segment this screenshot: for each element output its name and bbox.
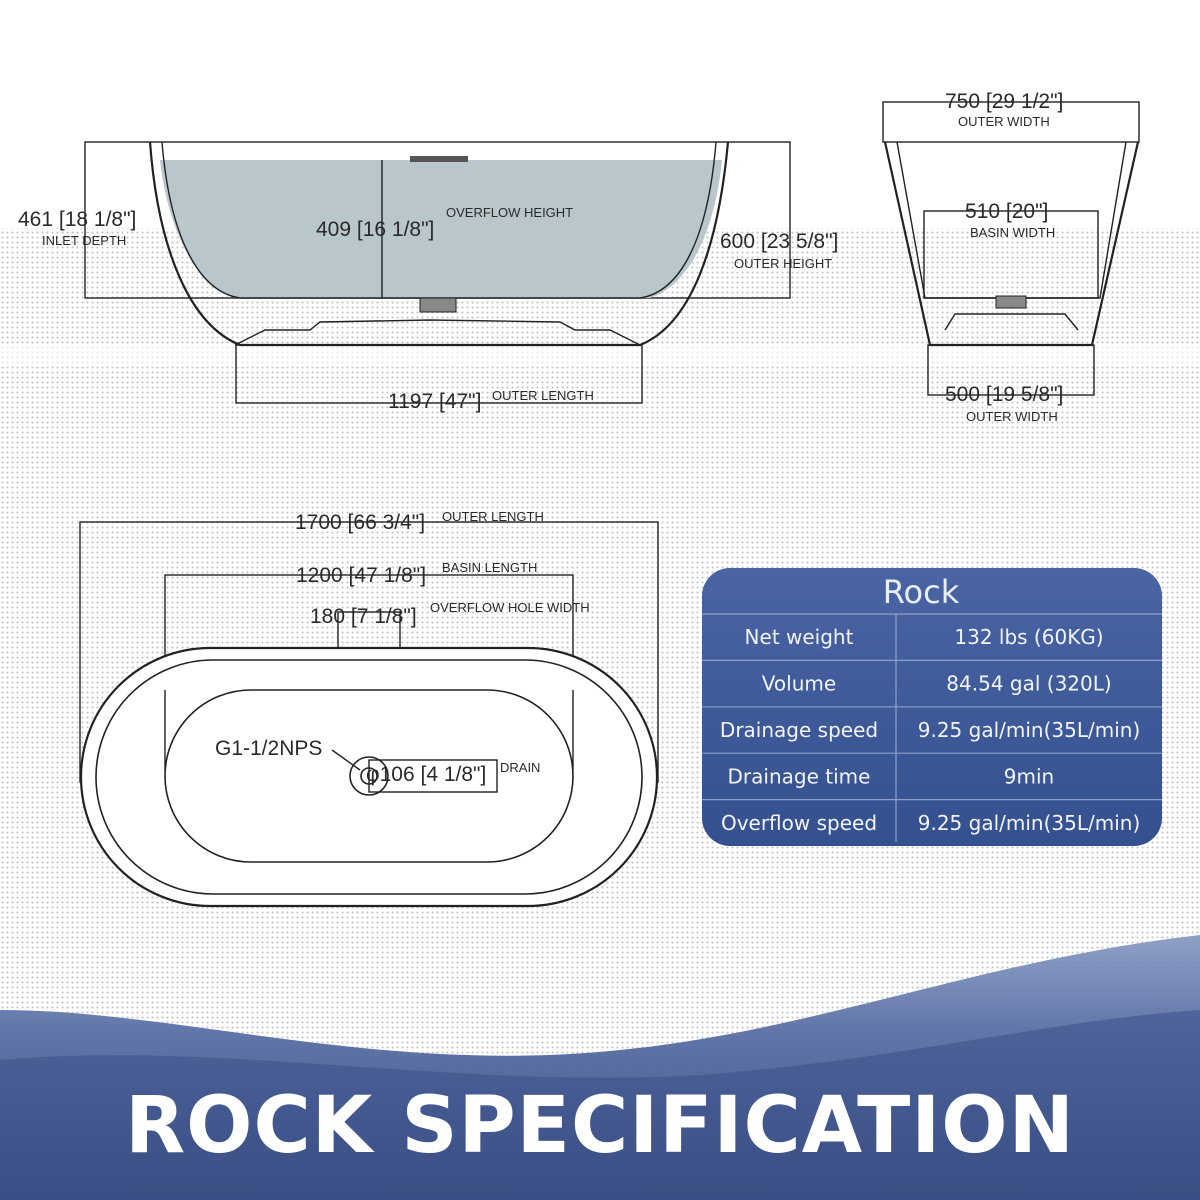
overflow-height-value: 409 [16 1/8"] — [316, 218, 434, 241]
spec-row-label: Drainage time — [728, 764, 871, 788]
overflow-fitting — [410, 156, 468, 162]
spec-row-value: 9min — [1004, 764, 1054, 788]
drain-leader-line — [331, 749, 361, 771]
spec-row-value: 132 lbs (60KG) — [954, 625, 1103, 649]
basin-length-value: 1200 [47 1/8"] — [296, 564, 426, 587]
bottom-width-value: 500 [19 5/8"] — [945, 383, 1063, 406]
end-base-profile — [944, 313, 1079, 331]
spec-table-grid — [702, 613, 1162, 842]
basin-length-label: BASIN LENGTH — [442, 560, 537, 575]
outer-length-box — [235, 344, 643, 404]
spec-row-label: Drainage speed — [720, 718, 878, 742]
spec-row-label: Net weight — [745, 625, 854, 649]
base-length-value: 1197 [47"] — [388, 390, 481, 413]
spec-table-rows: Net weight 132 lbs (60KG) Volume 84.54 gal … — [720, 625, 1140, 835]
top-width-label: OUTER WIDTH — [958, 114, 1050, 129]
drain-diameter-value: φ106 [4 1/8"] — [366, 763, 486, 786]
end-view-drawing — [882, 101, 1140, 396]
spec-row-value: 9.25 gal/min(35L/min) — [918, 718, 1141, 742]
spec-row-label: Volume — [762, 672, 836, 696]
drain-fitting — [419, 297, 457, 313]
spec-table-title: Rock — [883, 573, 960, 611]
outer-length-value: 1700 [66 3/4"] — [295, 511, 425, 534]
banner-title: ROCK SPECIFICATION — [125, 1081, 1075, 1171]
top-width-value: 750 [29 1/2"] — [945, 90, 1063, 113]
tub-base-profile — [234, 319, 641, 346]
end-drain-fitting — [995, 295, 1027, 309]
top-view-drawing — [79, 521, 659, 908]
top-width-box — [882, 101, 1140, 143]
outer-length-label: OUTER LENGTH — [442, 509, 544, 524]
spec-table: Rock Net weight 132 lbs (60KG) Volume 84.54… — [702, 568, 1162, 846]
outer-height-value: 600 [23 5/8"] — [720, 230, 838, 253]
banner-wave-front — [0, 1010, 1200, 1200]
basin-width-value: 510 [20"] — [965, 200, 1048, 223]
base-length-label: OUTER LENGTH — [492, 388, 594, 403]
overflow-hole-value: 180 [7 1/8"] — [310, 605, 417, 628]
outer-height-label: OUTER HEIGHT — [734, 256, 832, 271]
drain-thread-label: G1-1/2NPS — [215, 737, 322, 760]
overflow-hole-label: OVERFLOW HOLE WIDTH — [430, 600, 590, 615]
inlet-depth-label: INLET DEPTH — [42, 233, 126, 248]
drain-outer-ring — [349, 756, 389, 796]
spec-row-label: Overflow speed — [721, 811, 877, 835]
inlet-depth-value: 461 [18 1/8"] — [18, 208, 136, 231]
basin-outline — [164, 689, 574, 863]
spec-row-value: 9.25 gal/min(35L/min) — [918, 811, 1141, 835]
halftone-gap — [0, 345, 1200, 367]
drain-dimension-box — [368, 759, 498, 793]
side-view-drawing — [84, 141, 791, 404]
overflow-height-label: OVERFLOW HEIGHT — [446, 205, 573, 220]
bottom-width-label: OUTER WIDTH — [966, 409, 1058, 424]
tub-rim-outline — [95, 659, 643, 895]
spec-row-value: 84.54 gal (320L) — [946, 672, 1111, 696]
bottom-width-box — [927, 344, 1095, 396]
drain-label: DRAIN — [500, 760, 540, 775]
water-fill — [160, 160, 722, 298]
basin-width-label: BASIN WIDTH — [970, 225, 1055, 240]
